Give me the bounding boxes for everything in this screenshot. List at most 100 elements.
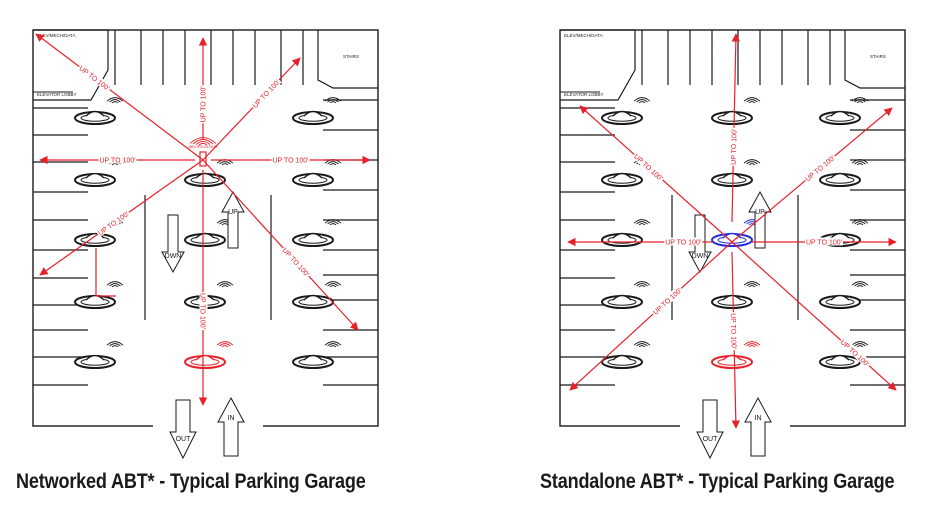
range-label-bg xyxy=(650,285,684,317)
wireless-arc xyxy=(748,101,756,104)
light-fixture-icon xyxy=(601,354,643,369)
fixture-dome xyxy=(722,294,742,301)
light-fixture-icon xyxy=(601,172,643,187)
range-label-bg xyxy=(631,151,666,183)
fixture-dome xyxy=(85,294,105,301)
wireless-arc xyxy=(327,99,339,103)
in-label: IN xyxy=(228,415,235,422)
down-label: DWN xyxy=(692,253,709,260)
fixture-dome xyxy=(830,354,850,361)
up-arrow-icon xyxy=(748,190,772,249)
wireless-arc xyxy=(219,161,231,165)
fixture-dome xyxy=(303,172,323,179)
range-label-bg xyxy=(664,237,703,246)
fixture-dome xyxy=(195,172,215,179)
wireless-arc xyxy=(638,101,646,104)
range-label-bg xyxy=(249,76,282,110)
out-label: OUT xyxy=(176,436,192,443)
wireless-arc xyxy=(854,99,866,103)
wireless-arc xyxy=(109,283,121,287)
wireless-icon xyxy=(743,281,761,288)
wireless-icon xyxy=(743,341,761,348)
range-label: UP TO 100' xyxy=(97,211,130,237)
wireless-arc xyxy=(327,343,339,347)
wireless-arc xyxy=(327,283,339,287)
down-arrow-icon xyxy=(161,214,185,274)
light-fixture-icon xyxy=(819,294,861,309)
wireless-arc xyxy=(851,341,869,346)
light-fixture-icon xyxy=(74,110,116,125)
fixture-dome xyxy=(612,354,632,361)
wireless-icon xyxy=(216,341,234,348)
wireless-arc xyxy=(856,345,864,348)
wireless-arc xyxy=(324,97,342,102)
wireless-arc xyxy=(219,283,231,287)
wireless-arc xyxy=(748,345,756,348)
fixture-dome xyxy=(85,172,105,179)
wireless-arc xyxy=(216,281,234,286)
wireless-arc xyxy=(324,219,342,224)
range-label: UP TO 100' xyxy=(806,240,842,247)
fixture-dome xyxy=(612,172,632,179)
wireless-arc xyxy=(216,341,234,346)
light-fixture-icon xyxy=(292,110,334,125)
light-fixture-icon xyxy=(711,110,753,125)
fixture-dome xyxy=(722,354,742,361)
wireless-arc xyxy=(329,163,337,166)
wireless-arc xyxy=(638,285,646,288)
range-label: UP TO 100' xyxy=(652,287,683,316)
light-fixture-icon xyxy=(184,232,226,247)
wireless-arc xyxy=(324,281,342,286)
wireless-icon xyxy=(324,341,342,348)
range-label-bg xyxy=(98,155,137,164)
wireless-icon xyxy=(106,97,124,104)
red-fixture-icon xyxy=(184,354,226,369)
range-label: UP TO 100' xyxy=(199,293,206,329)
standalone-caption: Standalone ABT* - Typical Parking Garage xyxy=(540,470,895,493)
elevator-lobby-label: ELEVATOR LOBBY xyxy=(564,92,604,97)
wireless-arc xyxy=(329,285,337,288)
wireless-icon xyxy=(743,159,761,166)
elevator-room xyxy=(33,29,109,101)
wireless-arc xyxy=(851,159,869,164)
wireless-arc xyxy=(633,281,651,286)
wireless-arc xyxy=(854,221,866,225)
range-label-bg xyxy=(77,63,113,93)
wireless-arc xyxy=(748,285,756,288)
wireless-arc xyxy=(746,161,758,165)
wireless-arc xyxy=(638,223,646,226)
networked-caption: Networked ABT* - Typical Parking Garage xyxy=(16,470,366,493)
range-label: UP TO 100' xyxy=(281,247,310,278)
range-label-bg xyxy=(729,312,739,351)
wireless-icon xyxy=(216,281,234,288)
wireless-arc xyxy=(854,161,866,165)
red-fixture-icon xyxy=(711,354,753,369)
range-label: UP TO 100' xyxy=(273,158,309,165)
light-fixture-icon xyxy=(711,294,753,309)
range-arrow-nw xyxy=(35,33,204,161)
wireless-arc xyxy=(743,281,761,286)
out-arrow-icon xyxy=(696,399,724,460)
wireless-arc xyxy=(636,283,648,287)
wireless-arc xyxy=(856,285,864,288)
wireless-arc xyxy=(106,281,124,286)
fixture-dome xyxy=(612,232,632,239)
wireless-arc xyxy=(111,285,119,288)
fixture-dome xyxy=(195,232,215,239)
wireless-arc xyxy=(746,283,758,287)
wireless-arc xyxy=(327,221,339,225)
fixture-dome xyxy=(830,232,850,239)
range-arrow-se xyxy=(731,241,897,391)
up-arrow-icon xyxy=(221,190,245,249)
light-fixture-icon xyxy=(601,294,643,309)
range-label-bg xyxy=(199,292,208,330)
range-label: UP TO 100' xyxy=(77,65,110,92)
light-fixture-icon xyxy=(292,294,334,309)
wireless-icon xyxy=(106,281,124,288)
fixture-dome xyxy=(722,110,742,117)
fixture-dome xyxy=(830,110,850,117)
fixture-dome xyxy=(722,232,742,239)
range-label: UP TO 100' xyxy=(201,86,208,122)
stairs-label: STAIRS xyxy=(870,54,886,59)
